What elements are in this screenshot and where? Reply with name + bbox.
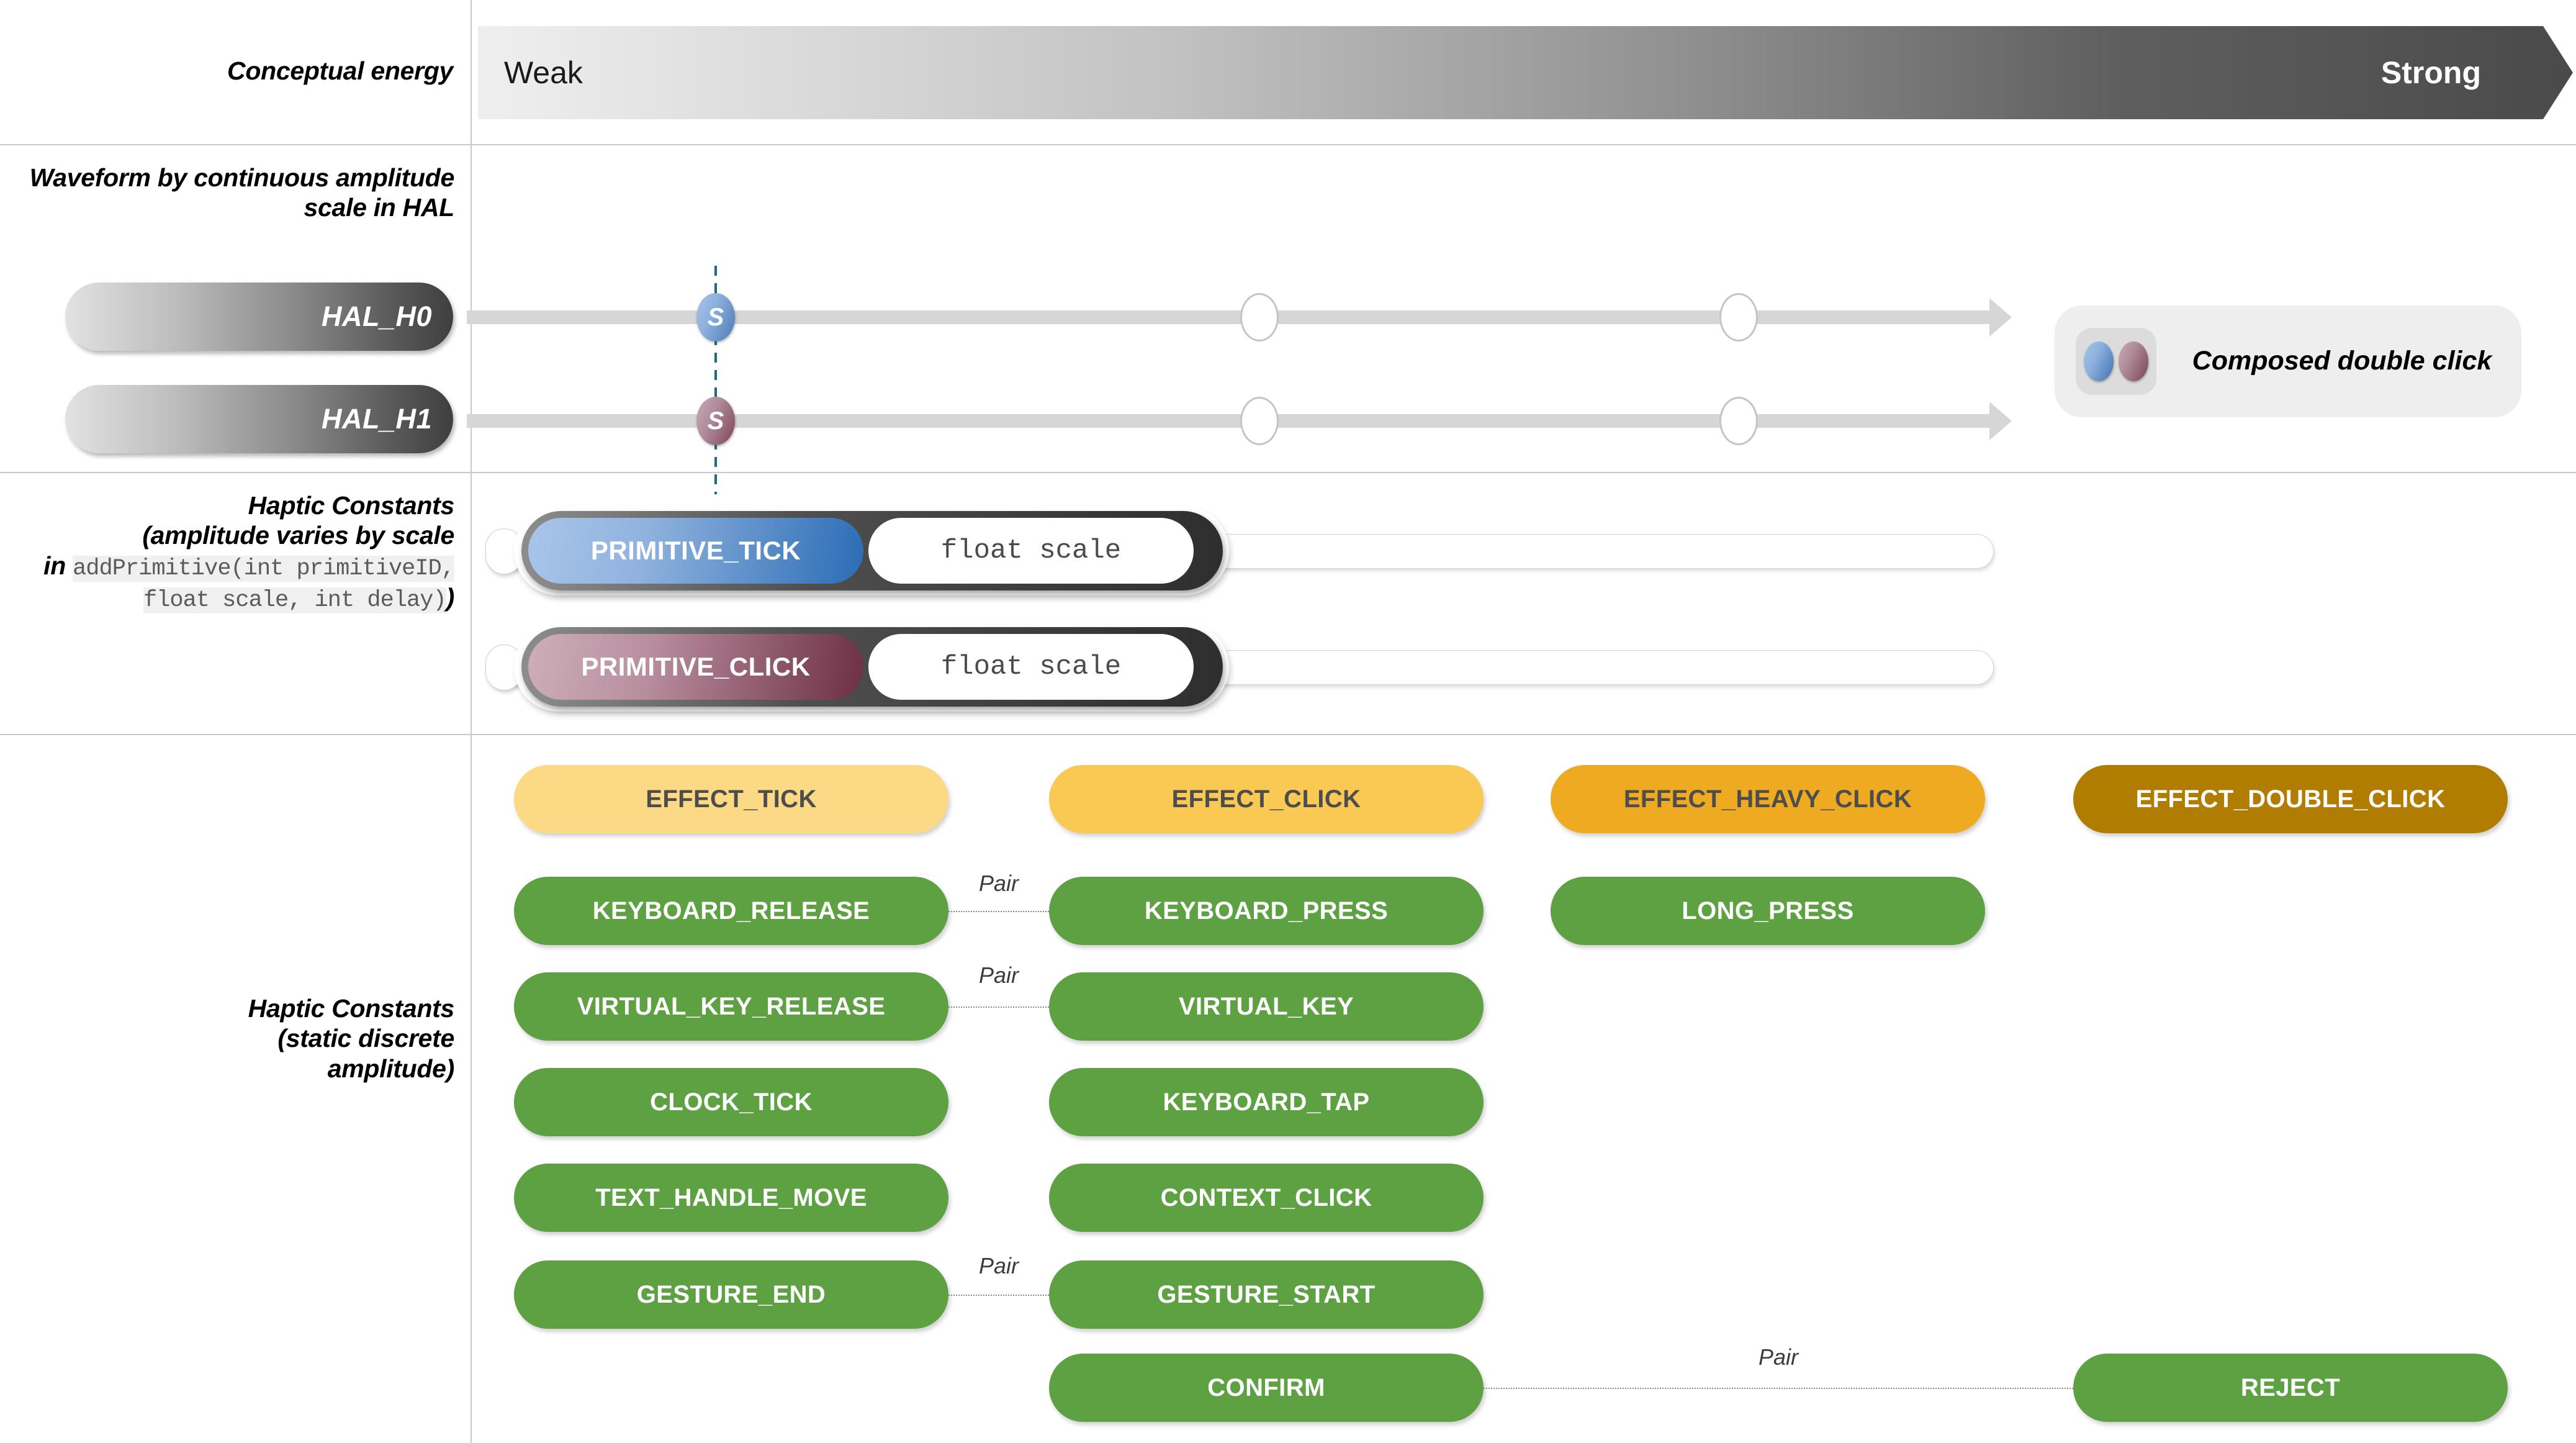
composed-dot-chip [2076,328,2156,395]
hal-h1-capsule: HAL_H1 [65,385,453,453]
pill-clock-tick-label: CLOCK_TICK [650,1088,813,1116]
composed-double-click-label: Composed double click [2192,346,2492,376]
energy-strong-label: Strong [2380,55,2481,90]
pill-effect-click[interactable]: EFFECT_CLICK [1049,765,1484,833]
primitives-label-close-paren: ) [446,583,455,612]
pill-confirm-label: CONFIRM [1207,1373,1325,1401]
hal-h0-axis-arrow [467,298,2012,337]
column-divider [471,0,472,1443]
pill-effect-double-click-label: EFFECT_DOUBLE_CLICK [2135,785,2446,813]
pill-long-press[interactable]: LONG_PRESS [1551,877,1985,945]
pill-keyboard-release[interactable]: KEYBOARD_RELEASE [514,877,948,945]
pair-connector-virtual-key [948,1006,1049,1008]
pill-effect-tick-label: EFFECT_TICK [646,785,817,813]
constants-section-label: Haptic Constants (static discrete amplit… [25,993,455,1083]
pill-keyboard-tap-label: KEYBOARD_TAP [1163,1088,1370,1116]
hal-h0-node-mid[interactable] [1240,293,1279,342]
pill-virtual-key-release-label: VIRTUAL_KEY_RELEASE [577,992,886,1020]
section-divider-2 [0,472,2576,473]
section-divider-3 [0,734,2576,735]
pill-context-click[interactable]: CONTEXT_CLICK [1049,1164,1484,1232]
constants-label-line2: (static discrete [277,1024,454,1053]
primitives-label-line2: (amplitude varies by scale [142,521,454,550]
pill-effect-heavy-click-label: EFFECT_HEAVY_CLICK [1623,785,1912,813]
pill-keyboard-tap[interactable]: KEYBOARD_TAP [1049,1068,1484,1136]
section-divider-1 [0,144,2576,145]
pill-confirm[interactable]: CONFIRM [1049,1354,1484,1422]
pill-virtual-key[interactable]: VIRTUAL_KEY [1049,972,1484,1041]
composed-dot-click-icon [2119,342,2148,381]
primitive-click-param: float scale [868,634,1194,700]
pill-effect-click-label: EFFECT_CLICK [1171,785,1361,813]
pill-effect-heavy-click[interactable]: EFFECT_HEAVY_CLICK [1551,765,1985,833]
pair-label-keyboard-text: Pair [978,871,1019,896]
pill-reject-label: REJECT [2240,1373,2341,1401]
pair-connector-gesture [948,1295,1049,1296]
pill-virtual-key-label: VIRTUAL_KEY [1178,992,1354,1020]
pill-effect-tick[interactable]: EFFECT_TICK [514,765,948,833]
conceptual-energy-label-text: Conceptual energy [227,57,453,85]
hal-h1-axis-arrow [467,402,2012,440]
primitive-tick-pill[interactable]: PRIMITIVE_TICK float scale [521,511,1223,590]
primitive-click-pill[interactable]: PRIMITIVE_CLICK float scale [521,627,1223,707]
pair-label-confirm-reject-text: Pair [1758,1344,1799,1370]
hal-h0-capsule: HAL_H0 [65,283,453,351]
pill-effect-double-click[interactable]: EFFECT_DOUBLE_CLICK [2073,765,2508,833]
hal-h1-marker-text: S [707,407,724,435]
hal-h0-node-high[interactable] [1719,293,1758,342]
primitives-section-label: Haptic Constants (amplitude varies by sc… [25,491,455,615]
primitives-label-line1: Haptic Constants [248,491,455,520]
pair-label-virtual-key: Pair [948,962,1049,988]
pill-long-press-label: LONG_PRESS [1682,897,1854,925]
composed-double-click-card[interactable]: Composed double click [2055,305,2521,417]
hal-h0-scale-marker[interactable]: S [696,293,735,342]
pair-label-virtual-key-text: Pair [978,962,1019,988]
pair-connector-confirm-reject [1484,1388,2073,1389]
pill-keyboard-press-label: KEYBOARD_PRESS [1144,897,1389,925]
pill-gesture-end[interactable]: GESTURE_END [514,1260,948,1329]
hal-h1-scale-marker[interactable]: S [696,397,735,445]
composed-dot-tick-icon [2084,342,2114,381]
pill-virtual-key-release[interactable]: VIRTUAL_KEY_RELEASE [514,972,948,1041]
waveform-section-label: Waveform by continuous amplitude scale i… [25,163,455,223]
constants-label-line1: Haptic Constants [248,994,455,1023]
hal-h1-label: HAL_H1 [321,403,432,435]
pair-label-gesture: Pair [948,1253,1049,1279]
hal-h1-node-mid[interactable] [1240,397,1279,445]
pill-gesture-end-label: GESTURE_END [636,1280,826,1308]
pill-context-click-label: CONTEXT_CLICK [1160,1183,1372,1211]
constants-label-line3: amplitude) [327,1054,455,1083]
pill-keyboard-release-label: KEYBOARD_RELEASE [592,897,870,925]
hal-h0-label: HAL_H0 [321,301,432,332]
primitive-tick-name: PRIMITIVE_TICK [528,518,863,584]
primitives-label-in: in [43,551,73,580]
pill-reject[interactable]: REJECT [2073,1354,2508,1422]
hal-h0-marker-text: S [707,303,724,331]
conceptual-energy-label: Conceptual energy [37,56,453,86]
pair-connector-keyboard [948,911,1049,912]
primitive-click-name: PRIMITIVE_CLICK [528,634,863,700]
hal-h1-node-high[interactable] [1719,397,1758,445]
pair-label-gesture-text: Pair [978,1253,1019,1278]
pair-label-confirm-reject: Pair [1484,1344,2073,1370]
pill-gesture-start[interactable]: GESTURE_START [1049,1260,1484,1329]
pill-text-handle-move-label: TEXT_HANDLE_MOVE [595,1183,867,1211]
pill-text-handle-move[interactable]: TEXT_HANDLE_MOVE [514,1164,948,1232]
pill-gesture-start-label: GESTURE_START [1157,1280,1376,1308]
primitive-tick-param: float scale [868,518,1194,584]
pair-label-keyboard: Pair [948,871,1049,897]
primitives-label-code: addPrimitive(int primitiveID, float scal… [73,555,455,614]
pill-keyboard-press[interactable]: KEYBOARD_PRESS [1049,877,1484,945]
pill-clock-tick[interactable]: CLOCK_TICK [514,1068,948,1136]
energy-weak-label: Weak [504,55,583,90]
waveform-section-label-text: Waveform by continuous amplitude scale i… [29,163,455,222]
energy-gradient-arrow: Weak Strong [478,26,2573,119]
